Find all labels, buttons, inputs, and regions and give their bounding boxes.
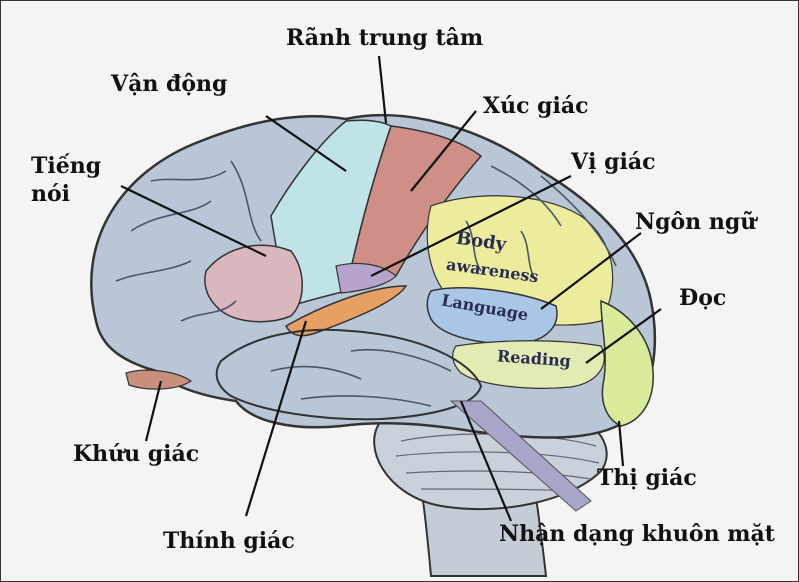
label-tieng: Tiếng — [31, 153, 101, 179]
label-thinh-giac: Thính giác — [163, 528, 295, 554]
label-nhan-dang: Nhận dạng khuôn mặt — [499, 521, 775, 547]
label-thi-giac: Thị giác — [597, 465, 697, 491]
label-noi: nói — [31, 181, 70, 207]
label-doc: Đọc — [679, 285, 726, 311]
label-van-dong: Vận động — [111, 71, 227, 97]
label-xuc-giac: Xúc giác — [483, 93, 589, 119]
label-ngon-ngu: Ngôn ngữ — [635, 209, 756, 235]
label-vi-giac: Vị giác — [571, 149, 655, 175]
label-ranh-trung-tam: Rãnh trung tâm — [286, 25, 483, 51]
label-khuu-giac: Khứu giác — [73, 441, 199, 467]
